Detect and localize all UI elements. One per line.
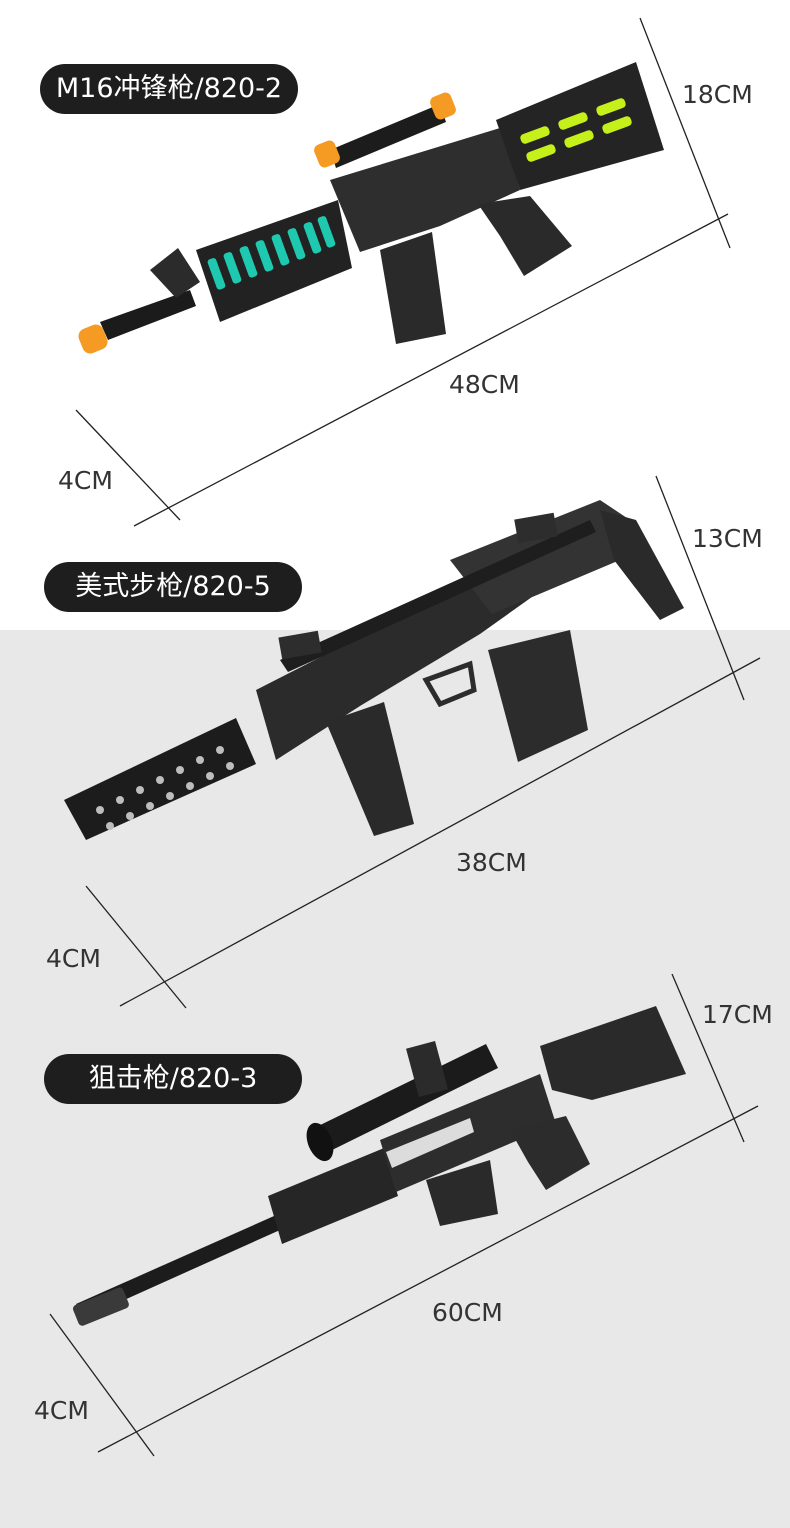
product-label-sniper: 狙击枪/820-3 <box>44 1054 302 1104</box>
sniper-height-label: 17CM <box>702 1000 773 1029</box>
sniper-thickness-label: 4CM <box>34 1396 89 1425</box>
smg-toy-rifle-icon <box>64 500 684 840</box>
m16-height-label: 18CM <box>682 80 753 109</box>
m16-thickness-label: 4CM <box>58 466 113 495</box>
sniper-toy-rifle-icon <box>72 1006 686 1326</box>
sniper-dimension-lines <box>49 973 759 1457</box>
sniper-length-label: 60CM <box>432 1298 503 1327</box>
smg-length-label: 38CM <box>456 848 527 877</box>
smg-height-label: 13CM <box>692 524 763 553</box>
m16-dimension-lines <box>75 17 731 527</box>
m16-length-label: 48CM <box>449 370 520 399</box>
smg-thickness-label: 4CM <box>46 944 101 973</box>
product-label-smg: 美式步枪/820-5 <box>44 562 302 612</box>
smg-dimension-lines <box>85 475 761 1009</box>
product-label-m16: M16冲锋枪/820-2 <box>40 64 298 114</box>
m16-toy-rifle-icon <box>78 62 664 354</box>
